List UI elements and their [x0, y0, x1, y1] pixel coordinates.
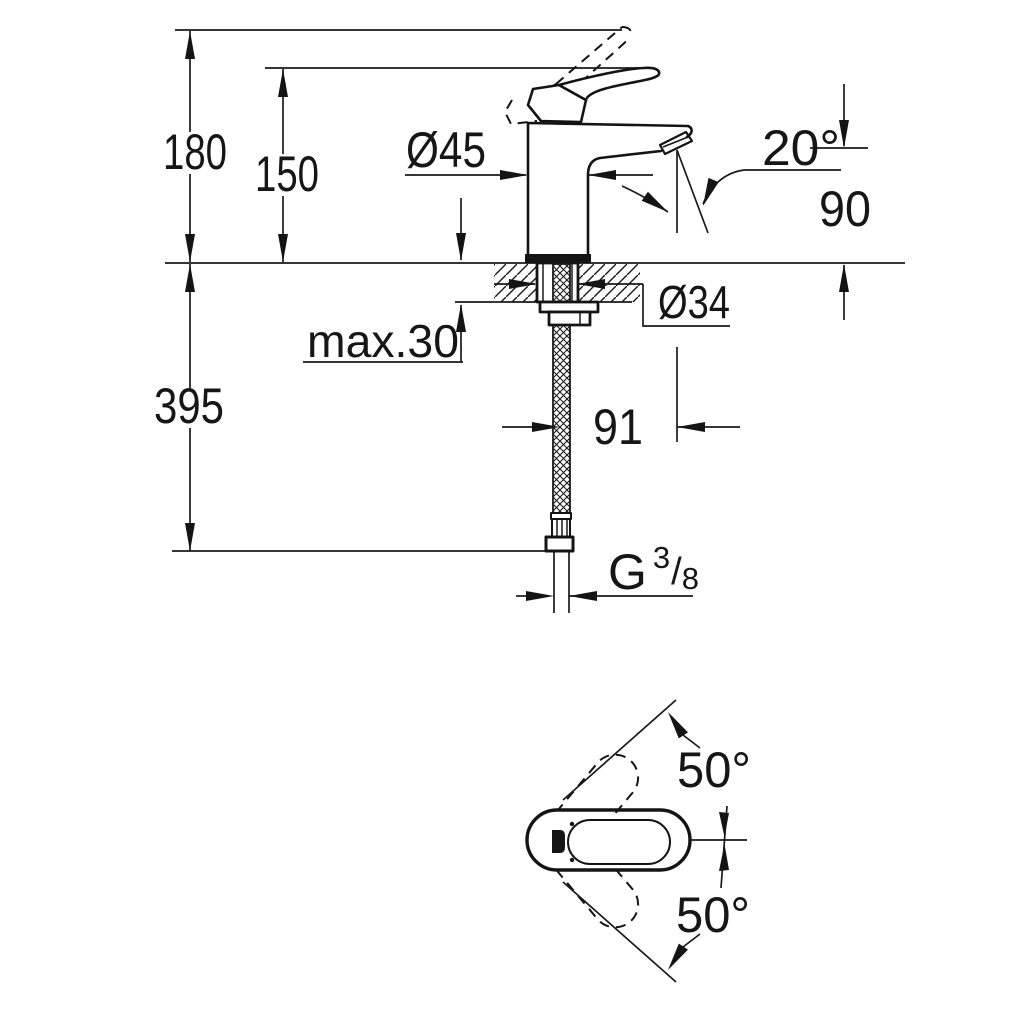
- label-dia45: Ø45: [406, 122, 486, 178]
- arrowhead: [500, 170, 528, 180]
- arrowhead: [668, 712, 688, 739]
- arrowhead: [588, 170, 616, 180]
- leader-dia34: [642, 284, 730, 327]
- arrowhead: [719, 812, 729, 837]
- arrowhead: [456, 233, 466, 261]
- arrowhead: [577, 279, 605, 289]
- aerator-inner-line: [662, 136, 689, 148]
- thread-numerator: 3: [653, 540, 670, 575]
- base-gasket: [525, 254, 591, 263]
- connection-nut: [544, 535, 575, 553]
- label-50deg-upper: 50°: [677, 742, 751, 798]
- arrow-tail: [682, 933, 701, 948]
- label-mask: [155, 132, 235, 174]
- detail-dot: [569, 857, 575, 863]
- mounting-nut: [547, 310, 592, 327]
- arrowhead: [456, 304, 466, 332]
- arrowhead: [532, 422, 560, 432]
- lever-handle: [526, 66, 661, 124]
- label-180: 180: [163, 124, 227, 180]
- lever-arm: [557, 66, 661, 102]
- aerator-outlet: [658, 130, 694, 156]
- arrowhead: [278, 69, 288, 97]
- body-fill: [528, 123, 690, 254]
- thread-denominator: 8: [682, 561, 699, 596]
- arrowhead: [526, 591, 554, 601]
- dashed-lever-edge: [555, 26, 623, 85]
- arrowhead: [569, 591, 597, 601]
- swivel-angle-annotation: [562, 699, 747, 983]
- arrowhead: [509, 279, 537, 289]
- mounting-washer: [538, 300, 600, 314]
- arrowhead: [185, 31, 195, 59]
- dimension-lines: [185, 31, 849, 601]
- arrowhead: [668, 943, 688, 970]
- arrowhead: [839, 120, 849, 148]
- label-mask: [148, 388, 228, 428]
- spout-underside: [586, 149, 663, 257]
- label-20deg: 20°: [762, 120, 840, 176]
- label-50deg-lower: 50°: [676, 887, 750, 943]
- dashed-base-edge: [504, 99, 538, 125]
- arrowhead: [185, 523, 195, 551]
- handle-mark: [552, 830, 565, 853]
- arrowhead: [703, 177, 719, 206]
- dashed-swivel-down: [556, 868, 640, 929]
- angled-construction-line: [676, 149, 709, 234]
- arrowhead: [839, 264, 849, 292]
- label-90: 90: [819, 181, 871, 237]
- label-395: 395: [154, 378, 224, 434]
- angle-line-lower: [562, 881, 677, 983]
- arrowhead: [719, 844, 729, 871]
- handle-inner-edge: [567, 819, 671, 865]
- label-91: 91: [593, 399, 643, 455]
- arrowhead: [185, 264, 195, 292]
- plan-view: 50° 50°: [525, 699, 751, 983]
- arrow-tail: [682, 734, 701, 749]
- arrowhead: [677, 422, 705, 432]
- detail-dot: [569, 821, 575, 827]
- side-elevation-view: 180 150 395 Ø45 20° 90 Ø34 max.30 91 G3/…: [148, 26, 905, 613]
- label-mask: [248, 154, 326, 196]
- arrowhead: [185, 234, 195, 262]
- angle-line-upper: [562, 699, 677, 801]
- dashed-swivel-up: [556, 753, 640, 814]
- thread-g: G: [608, 544, 647, 600]
- label-max30: max.30: [307, 315, 459, 367]
- arrowhead: [278, 234, 288, 262]
- arrowhead: [641, 191, 668, 212]
- thread-slash: /: [671, 551, 682, 593]
- faucet-body: [525, 121, 694, 263]
- label-dia34: Ø34: [658, 276, 730, 328]
- dashed-lever-tip: [621, 26, 633, 38]
- dashed-lever-edge: [567, 36, 632, 95]
- label-150: 150: [255, 146, 319, 202]
- installation-parts: [535, 261, 600, 613]
